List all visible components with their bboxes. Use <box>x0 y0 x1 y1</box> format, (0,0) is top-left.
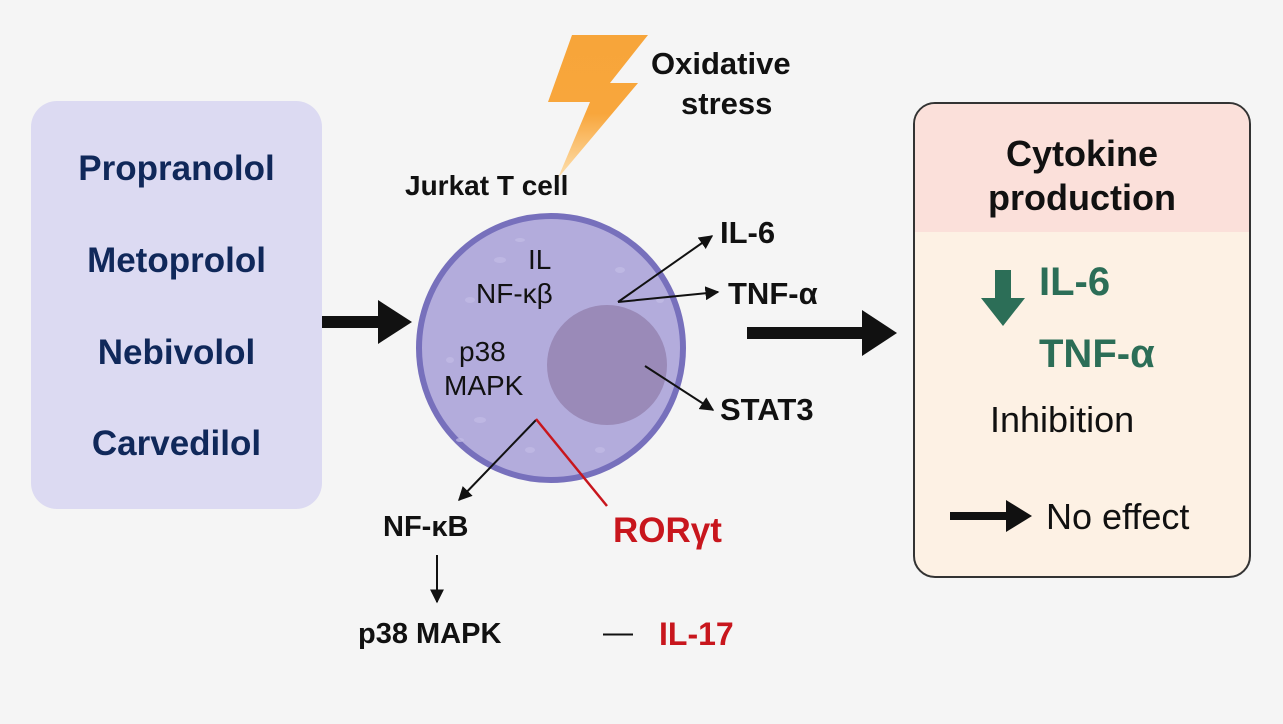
downstream-nfkb: NF-κB <box>383 511 469 543</box>
cytokine-header: Cytokine production <box>915 104 1249 232</box>
output-stat3: STAT3 <box>720 392 814 427</box>
down-arrow-icon <box>981 270 1025 326</box>
arrow-to-tnfa <box>617 286 720 303</box>
lightning-bolt-icon <box>548 35 648 178</box>
cytokine-title-line2: production <box>988 177 1176 218</box>
result-tnfa: TNF-α <box>1039 332 1155 376</box>
drug-nebivolol: Nebivolol <box>97 333 256 372</box>
result-il6: IL-6 <box>1039 260 1111 304</box>
il17-dash: — <box>603 616 633 649</box>
drug-metoprolol: Metoprolol <box>87 241 266 280</box>
cell-texture <box>446 238 664 453</box>
arrow-cell-to-result <box>747 310 897 356</box>
result-no-effect: No effect <box>1046 496 1190 537</box>
inhibition-line-rorgt <box>535 418 608 507</box>
oxidative-label: Oxidative <box>651 46 791 81</box>
inner-p38: p38 <box>459 336 506 367</box>
no-effect-arrow-icon <box>950 500 1032 532</box>
cell-title: Jurkat T cell <box>405 170 569 201</box>
drug-list-box: Propranolol Metoprolol Nebivolol Carvedi… <box>31 101 322 509</box>
inner-il: IL <box>528 244 552 275</box>
inner-nfkb: NF-κβ <box>476 278 553 309</box>
stress-label: stress <box>681 86 773 121</box>
drug-propranolol: Propranolol <box>78 149 275 188</box>
output-tnfa: TNF-α <box>728 276 818 311</box>
output-il6: IL-6 <box>720 215 776 250</box>
arrow-to-il6 <box>617 235 714 303</box>
downstream-il17: IL-17 <box>659 616 734 652</box>
drug-carvedilol: Carvedilol <box>91 424 262 463</box>
cytokine-title-line1: Cytokine <box>1005 133 1159 174</box>
result-inhibition: Inhibition <box>990 399 1135 440</box>
downstream-rorgt: RORγt <box>613 511 722 550</box>
cytokine-result-box: Cytokine production IL-6 TNF-α Inhibitio… <box>913 102 1251 578</box>
arrow-to-stat3 <box>644 365 715 411</box>
arrow-drugs-to-cell <box>322 300 412 344</box>
downstream-p38mapk: p38 MAPK <box>358 618 502 650</box>
nucleus <box>547 305 667 425</box>
arrow-to-nfkb <box>458 419 537 502</box>
inner-mapk: MAPK <box>444 370 524 401</box>
